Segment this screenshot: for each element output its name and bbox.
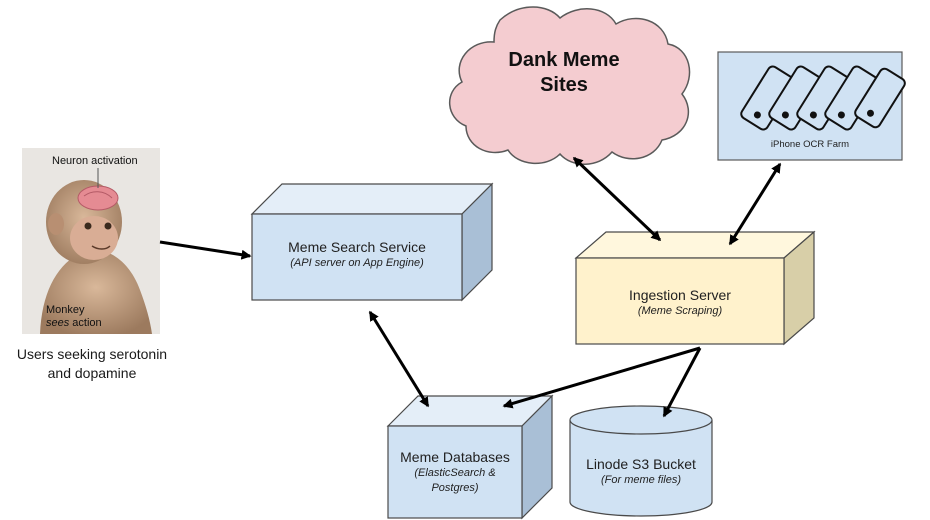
cloud-label-line1: Dank Meme bbox=[508, 49, 620, 71]
users-caption-line1: Users seeking serotonin bbox=[16, 346, 168, 362]
databases-title: Meme Databases bbox=[400, 449, 510, 465]
databases-subtitle-line1: (ElasticSearch & bbox=[414, 467, 496, 479]
cloud-dank-meme-sites bbox=[448, 6, 691, 165]
arrow-phones-ingestion bbox=[728, 162, 782, 246]
bucket-title: Linode S3 Bucket bbox=[586, 456, 696, 472]
users-caption: Users seeking serotonin and dopamine bbox=[2, 345, 182, 383]
ingestion-server-title: Ingestion Server bbox=[629, 287, 731, 303]
ingestion-server-subtitle: (Meme Scraping) bbox=[637, 305, 723, 317]
monkey-caption-em: sees bbox=[46, 317, 70, 329]
arrow-ingestion-to-bucket bbox=[662, 347, 702, 418]
arrow-users-to-search bbox=[159, 240, 252, 260]
meme-databases-box bbox=[386, 394, 554, 520]
monkey-meme-image bbox=[22, 148, 160, 334]
neuron-activation-callout: Neuron activation bbox=[52, 155, 138, 167]
iphone-ocr-farm-label: iPhone OCR Farm bbox=[770, 139, 850, 150]
linode-s3-bucket-cylinder bbox=[569, 405, 713, 517]
search-service-subtitle: (API server on App Engine) bbox=[290, 257, 424, 269]
ingestion-server-label: Ingestion Server (Meme Scraping) bbox=[576, 286, 784, 319]
monkey-caption-line1: Monkey bbox=[46, 304, 85, 316]
arrow-ingestion-to-databases bbox=[502, 346, 701, 409]
bucket-label: Linode S3 Bucket (For meme files) bbox=[570, 455, 712, 488]
arrow-search-databases bbox=[368, 310, 430, 408]
monkey-caption: Monkey sees action bbox=[46, 304, 156, 330]
iphone-stack-icon bbox=[740, 65, 906, 131]
monkey-caption-line2: sees action bbox=[46, 317, 156, 330]
meme-search-service-box bbox=[250, 182, 494, 302]
databases-subtitle-line2: Postgres) bbox=[431, 482, 479, 494]
search-service-label: Meme Search Service (API server on App E… bbox=[252, 238, 462, 271]
cloud-label-line2: Sites bbox=[540, 74, 588, 96]
cloud-label: Dank Meme Sites bbox=[494, 48, 634, 98]
users-caption-line2: and dopamine bbox=[47, 365, 137, 381]
arrow-cloud-ingestion bbox=[572, 156, 662, 242]
bucket-subtitle: (For meme files) bbox=[600, 474, 682, 486]
monkey-caption-rest: action bbox=[69, 317, 102, 329]
databases-label: Meme Databases (ElasticSearch & Postgres… bbox=[388, 448, 522, 496]
search-service-title: Meme Search Service bbox=[288, 239, 426, 255]
